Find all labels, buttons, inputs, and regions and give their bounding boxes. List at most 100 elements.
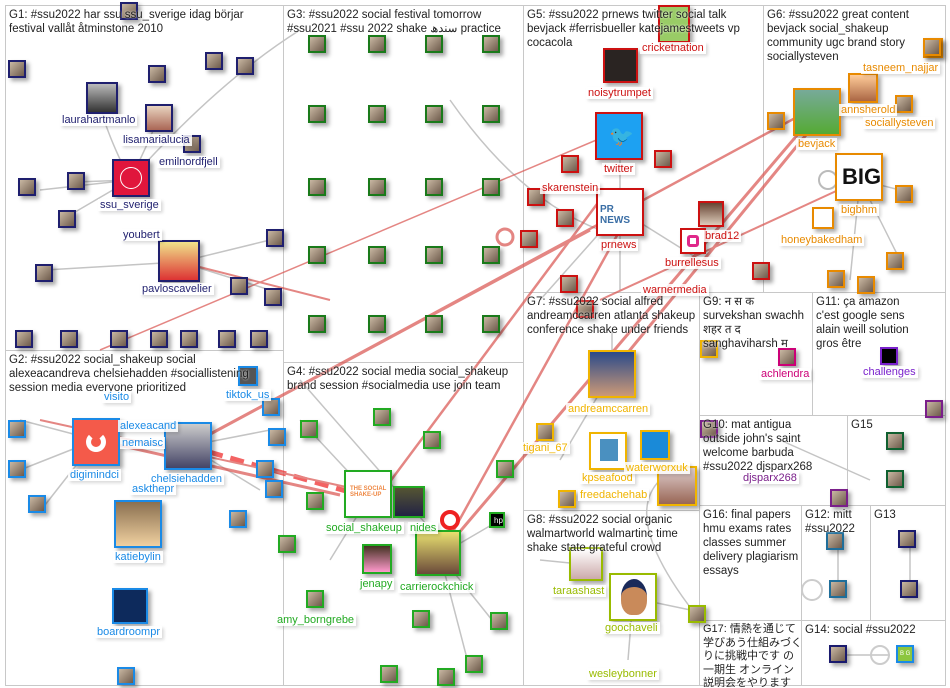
vertex-thumbnail[interactable] [308, 105, 326, 123]
vertex-thumbnail[interactable] [218, 330, 236, 348]
vertex-thumbnail[interactable] [308, 315, 326, 333]
vertex-thumbnail[interactable] [767, 112, 785, 130]
vertex-thumbnail[interactable] [490, 612, 508, 630]
vertex-thumbnail[interactable] [496, 460, 514, 478]
node-kpseafood[interactable] [589, 432, 627, 470]
node-bevjack[interactable] [793, 88, 841, 136]
vertex-thumbnail[interactable] [827, 270, 845, 288]
vertex-thumbnail[interactable] [368, 246, 386, 264]
vertex-thumbnail[interactable] [117, 667, 135, 685]
node-pavloscavelier[interactable] [158, 240, 200, 282]
vertex-thumbnail[interactable] [368, 315, 386, 333]
vertex-thumbnail[interactable] [308, 246, 326, 264]
node-waterworxuk[interactable] [640, 430, 670, 460]
vertex-thumbnail[interactable] [412, 610, 430, 628]
vertex-thumbnail[interactable] [482, 105, 500, 123]
vertex-thumbnail[interactable] [180, 330, 198, 348]
vertex-thumbnail[interactable] [688, 605, 706, 623]
node-katiebylin[interactable] [114, 500, 162, 548]
vertex-thumbnail[interactable] [886, 432, 904, 450]
node-prnews[interactable]: PR NEWS [596, 188, 644, 236]
vertex-thumbnail[interactable] [268, 428, 286, 446]
vertex-thumbnail[interactable] [886, 252, 904, 270]
vertex-thumbnail[interactable] [110, 330, 128, 348]
vertex-thumbnail[interactable] [700, 420, 718, 438]
vertex-thumbnail[interactable] [8, 60, 26, 78]
vertex-thumbnail[interactable] [368, 178, 386, 196]
vertex-thumbnail[interactable] [482, 178, 500, 196]
node-andreamccarren[interactable] [588, 350, 636, 398]
vertex-thumbnail[interactable] [700, 340, 718, 358]
vertex-thumbnail[interactable] [829, 580, 847, 598]
vertex-thumbnail[interactable] [236, 57, 254, 75]
vertex-thumbnail[interactable] [278, 535, 296, 553]
vertex-thumbnail[interactable] [829, 645, 847, 663]
vertex-thumbnail[interactable] [266, 229, 284, 247]
vertex-thumbnail[interactable] [895, 95, 913, 113]
vertex-thumbnail[interactable] [826, 532, 844, 550]
vertex-thumbnail[interactable] [205, 52, 223, 70]
node-carrierockchick[interactable] [415, 530, 461, 576]
vertex-thumbnail[interactable] [886, 470, 904, 488]
node-challenges[interactable] [880, 347, 898, 365]
vertex-thumbnail[interactable] [230, 277, 248, 295]
vertex-thumbnail[interactable] [150, 330, 168, 348]
vertex-thumbnail[interactable] [265, 480, 283, 498]
vertex-thumbnail[interactable] [830, 489, 848, 507]
vertex-thumbnail[interactable] [67, 172, 85, 190]
vertex-thumbnail[interactable] [923, 38, 941, 56]
node-achlendra[interactable] [778, 348, 796, 366]
vertex-thumbnail[interactable] [925, 400, 943, 418]
vertex-thumbnail[interactable] [368, 105, 386, 123]
vertex-thumbnail[interactable] [465, 655, 483, 673]
vertex-thumbnail[interactable] [536, 423, 554, 441]
vertex-thumbnail[interactable] [380, 665, 398, 683]
vertex-thumbnail[interactable] [437, 668, 455, 686]
vertex-thumbnail[interactable] [250, 330, 268, 348]
vertex-thumbnail[interactable] [425, 178, 443, 196]
vertex-thumbnail[interactable] [373, 408, 391, 426]
node-bigbhm[interactable]: BIG [835, 153, 883, 201]
vertex-thumbnail[interactable] [423, 431, 441, 449]
node-goochaveli[interactable] [609, 573, 657, 621]
node-laurahartmanlo[interactable] [86, 82, 118, 114]
vertex-thumbnail[interactable] [425, 105, 443, 123]
vertex-thumbnail[interactable] [857, 276, 875, 294]
vertex-thumbnail[interactable] [28, 495, 46, 513]
vertex-thumbnail[interactable] [120, 2, 138, 20]
node-annsherold[interactable] [848, 73, 878, 103]
vertex-thumbnail[interactable] [482, 246, 500, 264]
vertex-thumbnail[interactable] [8, 460, 26, 478]
vertex-thumbnail[interactable] [556, 209, 574, 227]
vertex-thumbnail[interactable] [898, 530, 916, 548]
vertex-thumbnail[interactable] [425, 35, 443, 53]
vertex-thumbnail[interactable] [654, 150, 672, 168]
vertex-thumbnail[interactable] [308, 35, 326, 53]
vertex-thumbnail[interactable] [300, 420, 318, 438]
node-tiktok[interactable] [238, 366, 258, 386]
vertex-thumbnail[interactable] [18, 178, 36, 196]
vertex-thumbnail[interactable] [895, 185, 913, 203]
node-brad12[interactable] [698, 201, 724, 227]
node-jenapy[interactable] [362, 544, 392, 574]
vertex-thumbnail[interactable] [560, 275, 578, 293]
vertex-thumbnail[interactable] [8, 420, 26, 438]
vertex-thumbnail[interactable] [561, 155, 579, 173]
node-nides[interactable] [393, 486, 425, 518]
vertex-thumbnail[interactable] [425, 315, 443, 333]
vertex-thumbnail[interactable] [15, 330, 33, 348]
node-lisamarialucia[interactable] [145, 104, 173, 132]
vertex-thumbnail[interactable] [900, 580, 918, 598]
node-hp[interactable]: hp [489, 512, 505, 528]
vertex-thumbnail[interactable] [520, 230, 538, 248]
vertex-thumbnail[interactable] [482, 35, 500, 53]
node-boardroompr[interactable] [112, 588, 148, 624]
node-twitter[interactable]: 🐦 [595, 112, 643, 160]
vertex-thumbnail[interactable] [306, 492, 324, 510]
vertex-thumbnail[interactable] [264, 288, 282, 306]
vertex-thumbnail[interactable] [35, 264, 53, 282]
vertex-thumbnail[interactable] [306, 590, 324, 608]
vertex-thumbnail[interactable] [256, 460, 274, 478]
vertex-thumbnail[interactable] [752, 262, 770, 280]
node-noisytrumpet[interactable] [603, 48, 638, 83]
